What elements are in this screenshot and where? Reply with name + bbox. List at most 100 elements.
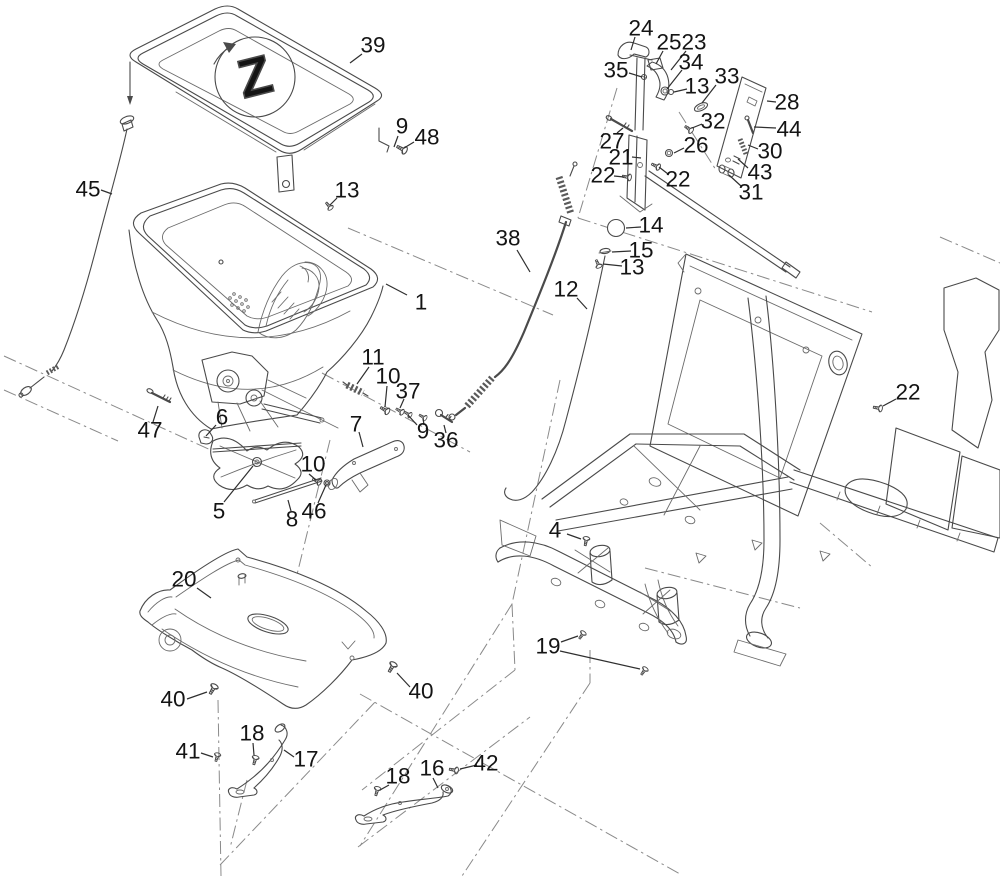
callout-20: 20 <box>171 567 212 599</box>
part-number-label: 7 <box>350 412 363 437</box>
part-number-label: 24 <box>628 16 653 41</box>
leader-line <box>701 84 717 104</box>
leader-line <box>186 691 208 700</box>
part-number-label: 18 <box>239 721 264 746</box>
phantom-line <box>357 716 531 848</box>
callout-40: 40 <box>160 687 208 712</box>
bracket-16 <box>354 784 454 825</box>
screw-22c <box>872 403 884 413</box>
leader-line <box>602 263 623 267</box>
part-number-label: 45 <box>75 177 100 202</box>
part-number-label: 38 <box>495 226 520 251</box>
part-number-label: 47 <box>137 418 162 443</box>
leader-line <box>358 431 364 448</box>
callout-11: 11 <box>356 345 385 385</box>
callout-42: 42 <box>459 751 499 776</box>
callout-27: 27 <box>599 127 625 154</box>
phantom-line <box>347 227 554 316</box>
leader-line <box>432 777 439 789</box>
phantom-line <box>359 693 681 875</box>
hopper-drawing <box>128 182 384 430</box>
screw-18a <box>250 754 260 766</box>
phantom-line <box>939 236 1000 264</box>
callout-13: 13 <box>329 178 360 206</box>
callout-31: 31 <box>728 174 764 205</box>
callout-8: 8 <box>286 499 299 532</box>
leader-line <box>747 144 759 150</box>
callout-10: 10 <box>375 364 401 408</box>
leader-line <box>385 283 408 296</box>
grommet-33-inner <box>696 104 706 110</box>
phantom-line <box>3 389 119 442</box>
callout-28: 28 <box>766 90 800 115</box>
leader-line <box>403 141 415 149</box>
part-number-label: 17 <box>293 747 318 772</box>
part-number-label: 22 <box>895 380 920 405</box>
callout-9: 9 <box>393 114 409 148</box>
impeller-drawing <box>210 437 304 491</box>
clip-43 <box>732 155 741 165</box>
part-number-label: 13 <box>619 255 644 280</box>
leader-line <box>673 147 685 154</box>
plate-28 <box>716 76 767 179</box>
callout-19: 19 <box>535 634 641 670</box>
part-number-label: 9 <box>396 114 409 139</box>
lever-link-rod <box>644 170 801 279</box>
grommet-33 <box>693 102 709 112</box>
cover-drawing <box>139 548 387 709</box>
screw-40b <box>385 659 399 675</box>
clip-15 <box>598 247 612 255</box>
leader-line <box>329 197 338 206</box>
phantom-line <box>577 87 618 219</box>
part-number-label: 35 <box>603 58 628 83</box>
leader-line <box>317 484 327 504</box>
callout-38: 38 <box>495 226 531 273</box>
callout-22: 22 <box>882 380 921 407</box>
phantom-line <box>291 439 331 596</box>
callout-26: 26 <box>673 133 709 158</box>
leader-line <box>283 749 295 758</box>
callout-14: 14 <box>625 213 664 238</box>
screw-42 <box>448 765 460 775</box>
phantom-line <box>577 217 873 313</box>
part-number-label: 33 <box>714 64 739 89</box>
bushing-31 <box>718 164 735 178</box>
part-number-label: 11 <box>361 345 384 370</box>
hopper-vent-holes <box>228 292 250 313</box>
callout-32: 32 <box>691 109 726 134</box>
bracket-17 <box>227 723 288 798</box>
callout-45: 45 <box>75 177 113 202</box>
leader-line <box>422 417 425 426</box>
callout-18: 18 <box>239 721 265 756</box>
frame-drawing <box>495 253 1000 667</box>
part-number-label: 1 <box>415 290 428 315</box>
part-number-label: 8 <box>286 507 299 532</box>
callout-23: 23 <box>670 30 707 71</box>
leader-line <box>349 53 363 64</box>
clip-6 <box>198 429 214 445</box>
callout-39: 39 <box>349 33 386 64</box>
callout-7: 7 <box>350 412 364 448</box>
phantom-line <box>511 603 516 671</box>
latch-bracket-9 <box>378 127 390 153</box>
part-number-label: 19 <box>535 634 560 659</box>
leader-line <box>200 752 214 758</box>
leader-line <box>630 36 636 51</box>
phantom-line <box>361 669 516 791</box>
callout-9: 9 <box>407 414 429 444</box>
leader-line <box>737 158 749 169</box>
leader-line <box>666 69 683 90</box>
phantom-line <box>219 699 378 866</box>
callout-6: 6 <box>205 405 228 437</box>
leader-line <box>631 156 642 159</box>
leader-line <box>379 784 390 791</box>
callout-22: 22 <box>658 167 691 192</box>
part-number-label: 48 <box>414 125 439 150</box>
leader-line <box>384 385 388 408</box>
leader-line <box>205 424 217 437</box>
part-number-label: 40 <box>408 679 433 704</box>
part-number-label: 42 <box>473 751 498 776</box>
part-number-label: 46 <box>301 499 326 524</box>
